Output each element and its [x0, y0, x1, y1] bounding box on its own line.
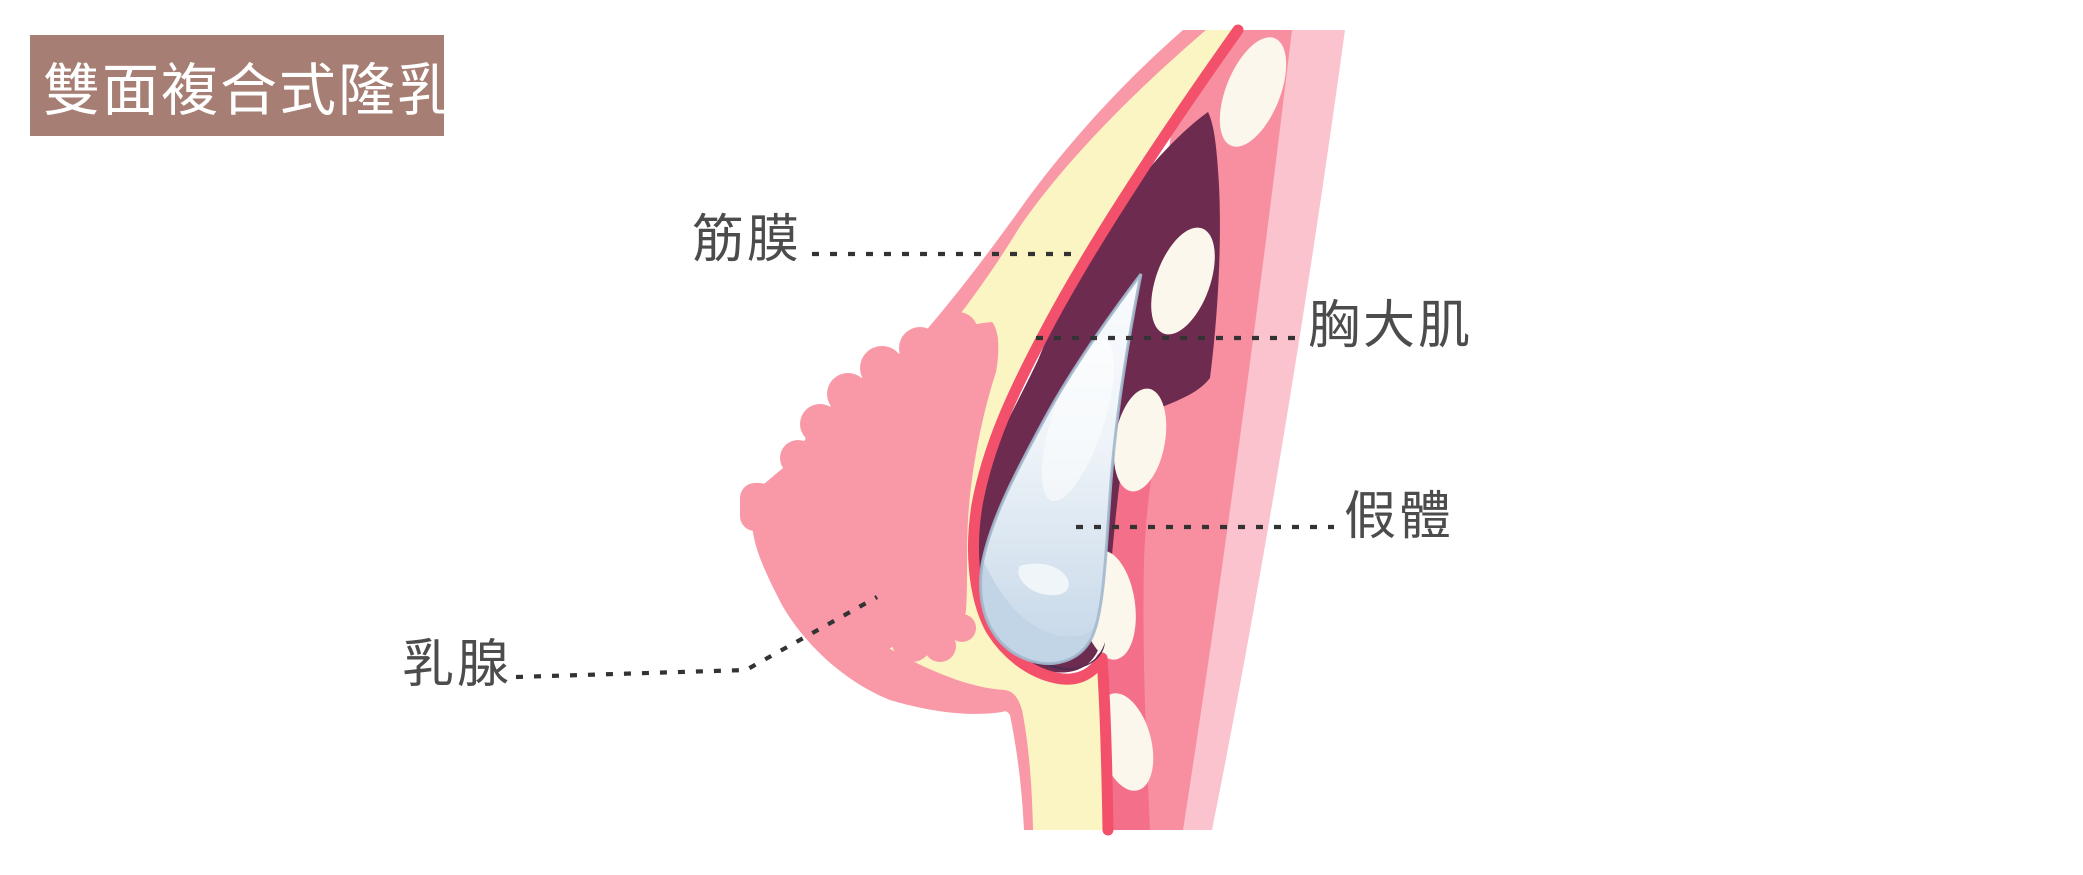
fascia-line — [967, 24, 1244, 836]
label-fascia: 筋膜 — [692, 211, 803, 269]
leader-lines — [515, 251, 1334, 680]
rib-icon — [1219, 37, 1287, 147]
rib-icon — [1151, 227, 1215, 335]
diagram-title-box: 雙面複合式隆乳 — [30, 35, 454, 136]
gland-leader-line — [515, 595, 879, 680]
diagram-title: 雙面複合式隆乳 — [43, 58, 456, 123]
label-implant: 假體 — [1344, 488, 1455, 546]
label-mammary-gland: 乳腺 — [402, 636, 513, 694]
milk-ducts — [765, 415, 902, 581]
nipple-shape — [740, 483, 774, 531]
label-pectoralis-major: 胸大肌 — [1308, 297, 1474, 355]
chest-band-medium — [1100, 30, 1292, 830]
rib-icon — [1113, 388, 1167, 492]
